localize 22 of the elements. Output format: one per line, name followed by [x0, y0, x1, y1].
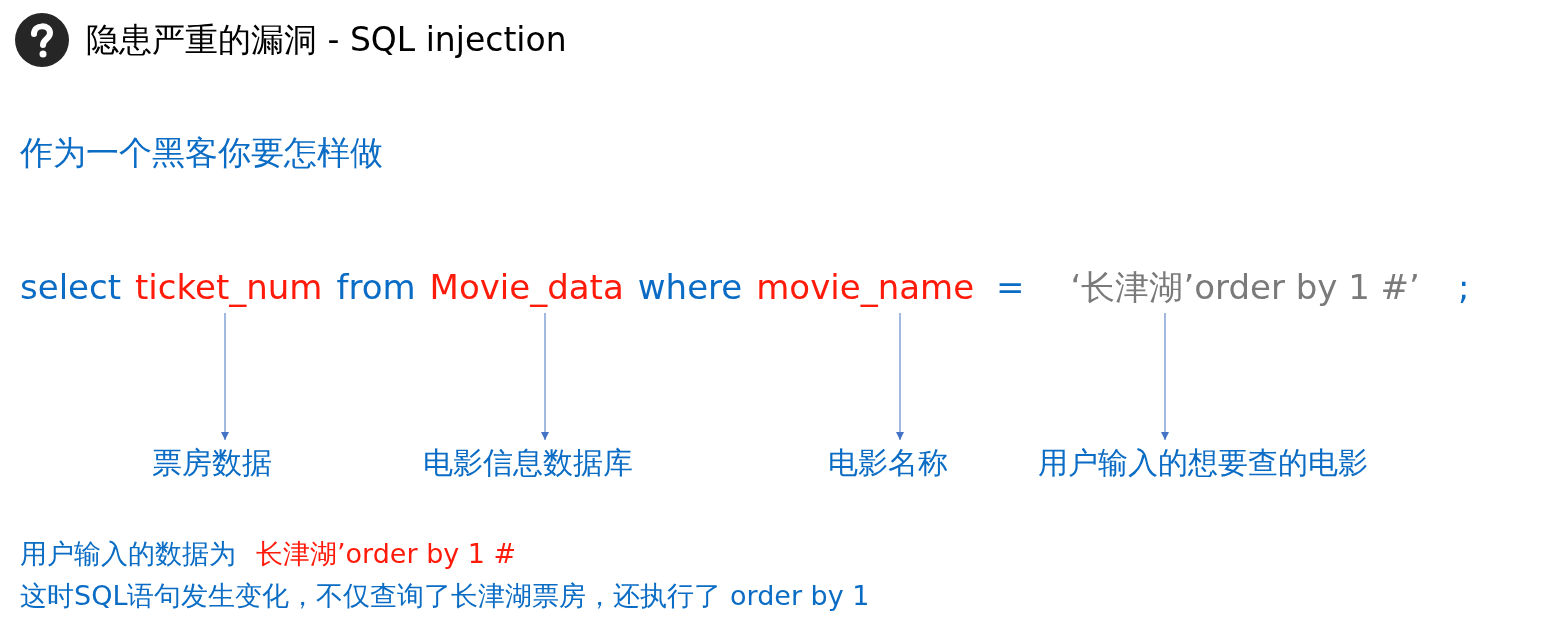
sql-keyword: ; — [1457, 266, 1470, 309]
sql-keyword: where — [637, 266, 743, 309]
arrow — [1161, 312, 1169, 441]
heading: 作为一个黑客你要怎样做 — [20, 132, 383, 174]
sql-token: ticket_num — [135, 262, 323, 313]
annotation-text: 票房数据 — [152, 440, 272, 485]
arrow — [221, 312, 229, 441]
note-text: 用户输入的数据为 — [20, 537, 236, 571]
sql-token: Movie_data — [429, 262, 624, 313]
sql-keyword: select — [20, 266, 122, 309]
annotation-text: 用户输入的想要查的电影 — [1038, 440, 1368, 485]
title: 隐患严重的漏洞 - SQL injection — [86, 19, 567, 62]
arrow — [541, 312, 549, 441]
arrow — [896, 312, 904, 441]
annotation-text: 电影信息数据库 — [423, 440, 633, 485]
annotation-text: 电影名称 — [828, 440, 948, 485]
sql-token: ‘长津湖’order by 1 #’ — [1070, 262, 1420, 313]
note-text: 这时SQL语句发生变化，不仅查询了长津湖票房，还执行了 order by 1 — [20, 579, 870, 613]
sql-keyword: = — [996, 266, 1025, 309]
sql-token: movie_name — [756, 262, 975, 313]
input-text: 长津湖’order by 1 # — [256, 537, 517, 571]
sql-keyword: from — [336, 266, 416, 309]
